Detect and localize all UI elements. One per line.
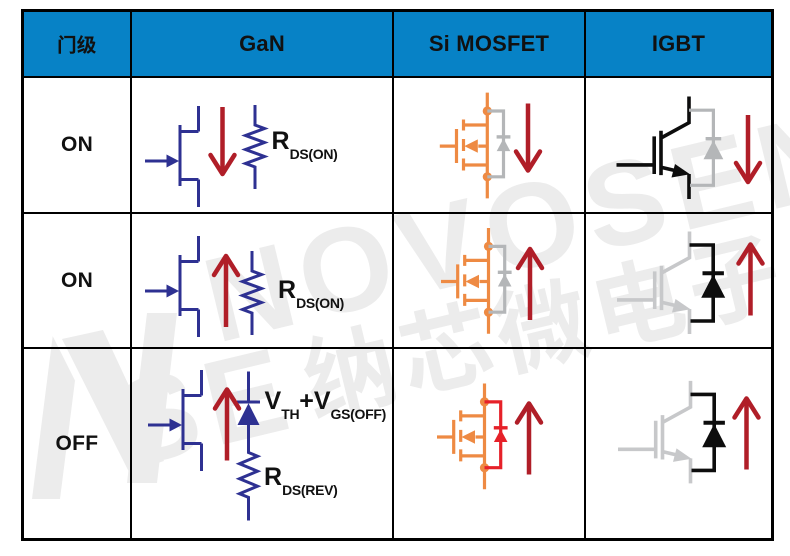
header-si-mosfet-text: Si MOSFET [428,31,550,56]
igbt-off-reverse-drawing [616,379,771,486]
current-arrow-up [517,404,541,475]
gan-transistor-symbol [146,368,203,473]
mosfet-transistor-symbol [438,90,494,200]
mosfet-transistor-symbol [435,381,491,491]
mosfet-on-forward-drawing [438,90,584,200]
mosfet-on-reverse-drawing [439,226,584,336]
label-rdson-row1: RDS(ON) [271,127,338,162]
rdson-resistor-symbol [241,249,263,337]
label-rdsrev: RDS(REV) [264,462,338,498]
current-arrow-down [516,104,540,171]
gan-transistor-symbol [143,104,200,209]
cell-igbt-row1 [586,78,771,214]
header-igbt-text: IGBT [651,31,706,56]
gan-reverse-diode-branch [235,371,262,521]
cell-mosfet-row1 [394,78,586,214]
state-on-row1: ON [60,133,94,156]
mosfet-off-reverse-drawing [435,381,584,491]
gan-transistor-symbol [143,234,200,339]
gan-on-reverse-drawing [143,234,263,339]
header-gan-text: GaN [239,31,285,56]
state-on-row2: ON [60,268,94,292]
igbt-freewheel-diode [687,243,728,323]
cell-gan-row1: RDS(ON) [132,78,394,214]
current-arrow-up [518,249,542,320]
igbt-transistor-symbol [616,379,694,486]
mosfet-body-diode [486,244,514,314]
header-cell-igbt: IGBT [586,12,771,78]
cell-mosfet-row3 [394,349,586,538]
cell-gan-row3: VTH+VGS(OFF) RDS(REV) [132,349,394,538]
current-arrow-down [736,115,760,182]
mosfet-transistor-symbol [439,226,495,336]
state-cell-row3: OFF [24,349,132,538]
igbt-freewheel-diode [687,108,725,188]
cell-mosfet-row2 [394,214,586,349]
current-arrow-up [735,399,759,470]
igbt-on-forward-drawing [614,94,771,201]
mosfet-body-diode [485,109,513,179]
rdson-resistor-symbol [244,103,266,191]
igbt-freewheel-diode [688,392,729,473]
cell-gan-row2: RDS(ON) [132,214,394,349]
state-cell-row2: ON [24,214,132,349]
current-arrow-up [214,256,238,327]
mosfet-body-diode [482,400,510,470]
cell-igbt-row2 [586,214,771,349]
igbt-transistor-symbol [615,229,693,336]
header-gate-level-glyphs [58,35,97,54]
state-cell-row1: ON [24,78,132,214]
state-off-row3: OFF [55,431,99,455]
igbt-transistor-symbol [614,94,692,201]
comparison-table: 门级 GaN Si MOSFET IGBT ON RDS(ON) [21,9,774,541]
current-arrow-down [211,107,235,174]
gan-off-reverse-drawing [146,368,262,521]
cell-igbt-row3 [586,349,771,538]
current-arrow-up [215,390,239,461]
igbt-on-reverse-drawing [615,229,771,336]
header-cell-si-mosfet: Si MOSFET [394,12,586,78]
header-cell-gate-level: 门级 [24,12,132,78]
label-vth-vgsoff: VTH+VGS(OFF) [264,387,387,422]
current-arrow-up [739,245,763,316]
gan-on-forward-drawing [143,103,266,209]
label-rdson-row2: RDS(ON) [278,276,345,311]
header-cell-gan: GaN [132,12,394,78]
